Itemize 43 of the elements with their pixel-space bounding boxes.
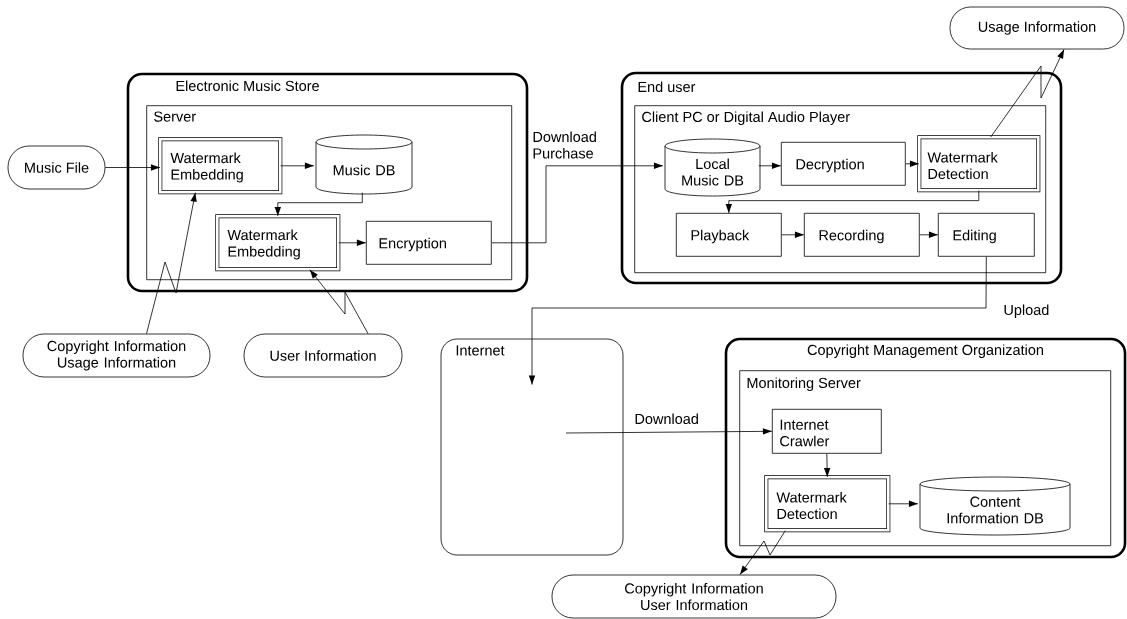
node-label: Local Music DB [682,158,744,186]
arrow [888,500,919,507]
process-box: Decryption [780,141,906,186]
arrow [274,192,363,217]
arrow [823,453,831,478]
process-box: Internet Crawler [771,408,882,454]
arrow [725,190,980,214]
arrow [280,162,315,169]
process-box: Watermark Embedding [215,214,341,272]
arrow [528,256,987,385]
database-cylinder: Music DB [315,134,413,195]
arrow [758,162,782,169]
arrow [565,428,773,435]
terminal-pill: Usage Information [949,6,1125,50]
database-cylinder: Content Information DB [919,476,1071,536]
arrow [105,164,161,171]
arrow [990,49,1065,138]
arrow [739,530,786,575]
edge-label: Download Purchase [531,130,604,160]
node-label: Content Information DB [947,496,1043,524]
network-box: Internet [440,338,624,556]
arrow [905,160,920,167]
arrow [309,269,369,334]
process-box: Recording [803,212,920,257]
arrow [781,231,805,238]
process-box: Encryption [365,220,492,265]
edge-label: Download [633,412,700,426]
node-label: Music DB [333,164,395,176]
arrow [146,192,197,334]
edge-label: Upload [1002,303,1051,319]
process-box: Editing [937,212,1035,257]
process-box: Watermark Embedding [158,137,283,195]
database-cylinder: Local Music DB [664,138,761,197]
arrow [338,239,367,246]
arrow [491,162,664,244]
terminal-pill: Music File [7,145,106,190]
terminal-pill: Copyright Information User Information [551,574,837,619]
process-box: Playback [675,212,782,257]
process-box: Watermark Detection [764,475,891,533]
arrow [919,231,939,238]
terminal-pill: Copyright Information Usage Information [22,333,211,378]
process-box: Watermark Detection [917,135,1041,193]
terminal-pill: User Information [243,333,403,378]
